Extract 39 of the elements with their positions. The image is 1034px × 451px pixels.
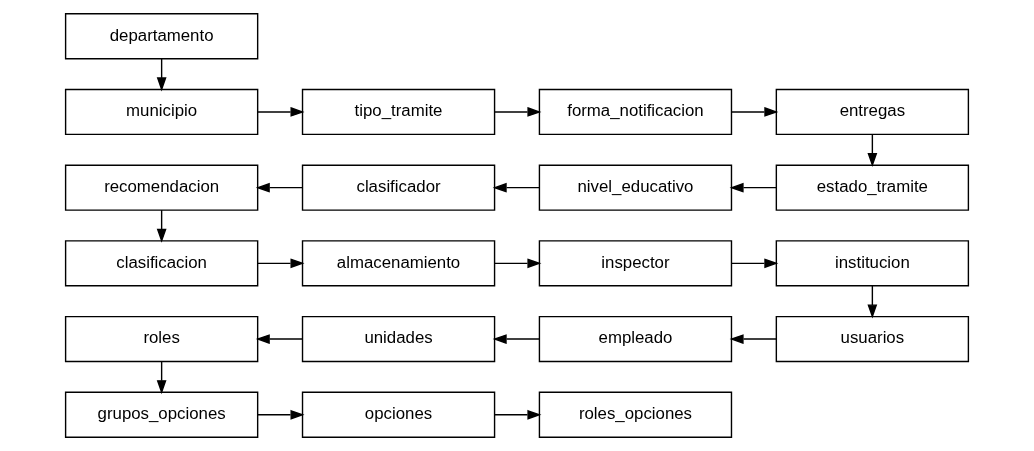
arrow: [257, 107, 305, 117]
node-box: opciones: [301, 391, 496, 438]
node-box: roles: [64, 315, 259, 363]
arrow: [257, 409, 305, 420]
node-box: almacenamiento: [301, 240, 496, 287]
arrow: [156, 58, 167, 92]
arrow: [867, 133, 878, 168]
node-box: inspector: [538, 240, 733, 287]
node-box: tipo_tramite: [301, 88, 496, 136]
arrow: [492, 334, 540, 344]
arrow: [255, 334, 304, 344]
node-box: estado_tramite: [775, 164, 970, 211]
node-box: roles_opciones: [538, 391, 733, 438]
arrow: [494, 409, 542, 420]
arrow: [492, 182, 540, 193]
node-box: usuarios: [775, 315, 970, 363]
arrow: [731, 107, 779, 117]
node-box: unidades: [301, 315, 496, 363]
node-box: grupos_opciones: [64, 391, 259, 438]
node-box: clasificacion: [64, 240, 259, 287]
arrow: [156, 209, 167, 243]
node-box: municipio: [64, 88, 259, 136]
node-box: clasificador: [301, 164, 496, 211]
arrow: [729, 182, 777, 193]
arrow: [494, 258, 542, 269]
node-box: empleado: [538, 315, 733, 363]
node-box: forma_notificacion: [538, 88, 733, 136]
arrow: [156, 360, 167, 395]
arrow: [867, 285, 878, 319]
arrow: [494, 107, 542, 117]
node-box: nivel_educativo: [538, 164, 733, 211]
node-box: departamento: [64, 13, 259, 60]
arrow: [257, 258, 305, 269]
node-box: institucion: [775, 240, 970, 287]
node-box: entregas: [775, 88, 970, 136]
arrow: [731, 258, 779, 269]
arrow: [255, 182, 304, 193]
node-box: recomendacion: [64, 164, 259, 211]
arrow: [729, 334, 777, 344]
